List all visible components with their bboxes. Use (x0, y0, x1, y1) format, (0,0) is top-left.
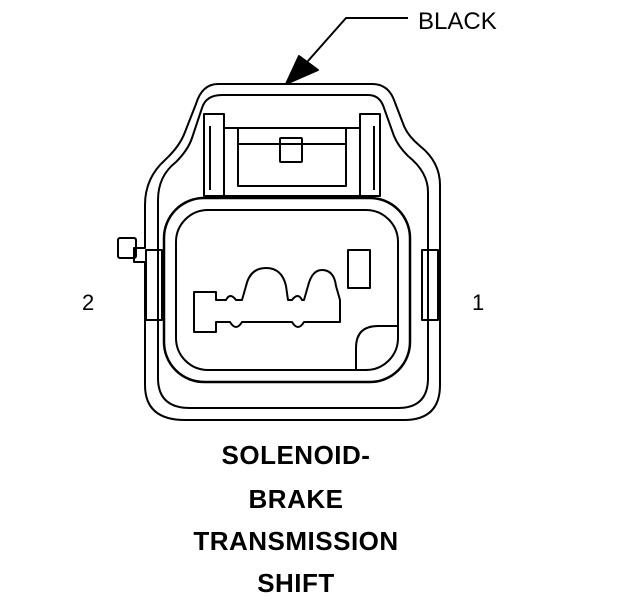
callout-leader (285, 17, 408, 85)
caption-line-4: SHIFT (257, 568, 335, 598)
connector-housing-inner (157, 94, 429, 409)
caption-line-2: BRAKE (248, 484, 344, 514)
locking-tab (117, 237, 137, 259)
latch-assembly (203, 113, 381, 197)
connector-face-inner (175, 209, 399, 371)
terminal-cavity (193, 267, 341, 333)
caption-line-1: SOLENOID- (221, 440, 371, 470)
side-rails (145, 249, 439, 321)
connector-face-outer (162, 196, 412, 384)
terminal-slot (347, 249, 371, 289)
color-callout-label: BLACK (418, 8, 497, 35)
caption-line-3: TRANSMISSION (193, 526, 399, 556)
pin-1-label: 1 (472, 290, 485, 315)
pin-2-label: 2 (82, 290, 95, 315)
connector-housing-outer (133, 83, 441, 421)
polarizing-key (355, 325, 398, 370)
